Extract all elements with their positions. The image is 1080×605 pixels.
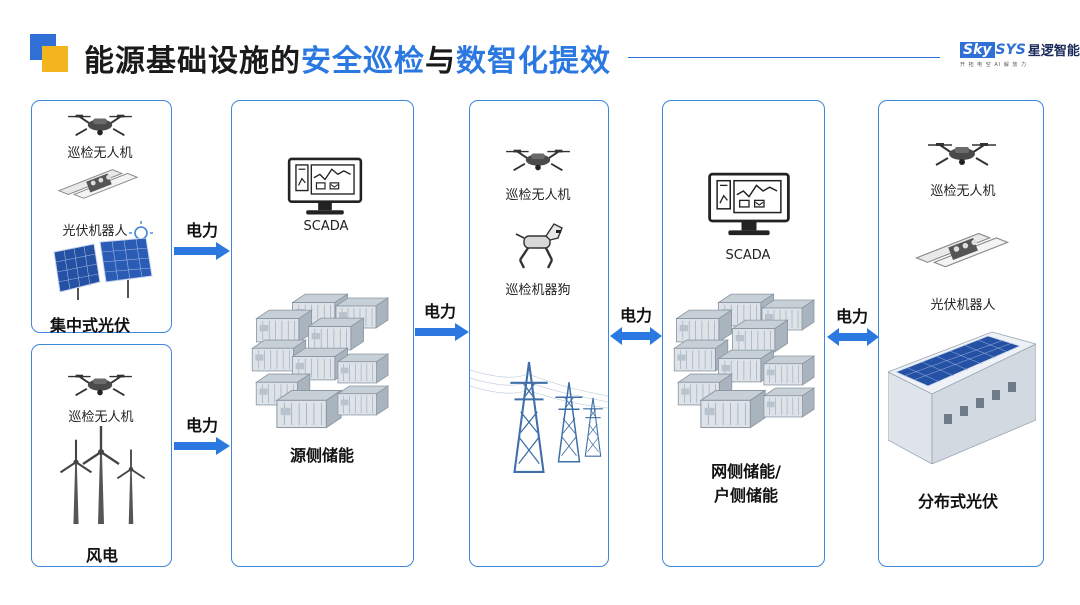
panel-distributed-pv	[878, 100, 1044, 567]
storage-containers-illustration	[672, 292, 816, 432]
page-title: 能源基础设施的安全巡检与数智化提效	[84, 44, 611, 79]
panel-grid	[469, 100, 609, 567]
scada-monitor-icon	[704, 172, 794, 240]
scada-caption: SCADA	[303, 219, 349, 234]
dog-caption: 巡检机器狗	[505, 283, 571, 298]
rooftop-solar-illustration	[888, 331, 1036, 464]
drone-icon	[62, 370, 138, 400]
pv-robot-caption: 光伏机器人	[930, 298, 996, 313]
right-arrow-icon	[174, 242, 230, 260]
panel-label: 网侧储能/ 户侧储能	[711, 462, 781, 505]
solar-panel-icon	[53, 238, 153, 300]
pv-robot-icon	[912, 226, 1012, 272]
drone-caption: 巡检无人机	[67, 146, 133, 161]
arrow-label: 电力	[186, 221, 219, 240]
double-arrow-icon	[610, 327, 662, 345]
transmission-towers-illustration	[470, 352, 608, 474]
panel-centralized-pv	[31, 100, 172, 333]
robot-dog-icon	[515, 223, 563, 269]
drone-icon	[62, 110, 138, 140]
drone-caption: 巡检无人机	[505, 188, 571, 203]
double-arrow-icon	[827, 328, 879, 346]
wind-turbine-icon	[114, 448, 148, 524]
scada-caption: SCADA	[725, 248, 771, 263]
arrow-label: 电力	[620, 306, 653, 325]
drone-icon	[922, 138, 1002, 170]
panel-label: 风电	[85, 546, 119, 565]
pv-robot-caption: 光伏机器人	[62, 224, 128, 239]
arrow-label: 电力	[836, 307, 869, 326]
panel-label: 源侧储能	[289, 446, 355, 465]
title-mark-icon	[30, 34, 70, 72]
arrow-label: 电力	[424, 302, 457, 321]
drone-caption: 巡检无人机	[68, 410, 134, 425]
drone-icon	[500, 145, 576, 175]
scada-monitor-icon	[284, 157, 366, 219]
pv-robot-icon	[55, 163, 141, 203]
panel-label: 集中式光伏	[50, 316, 131, 335]
drone-caption: 巡检无人机	[930, 184, 996, 199]
arrow-label: 电力	[186, 416, 219, 435]
right-arrow-icon	[415, 323, 469, 341]
right-arrow-icon	[174, 437, 230, 455]
title-divider	[628, 57, 940, 58]
panel-label: 分布式光伏	[917, 492, 999, 511]
storage-containers-illustration	[250, 292, 390, 430]
